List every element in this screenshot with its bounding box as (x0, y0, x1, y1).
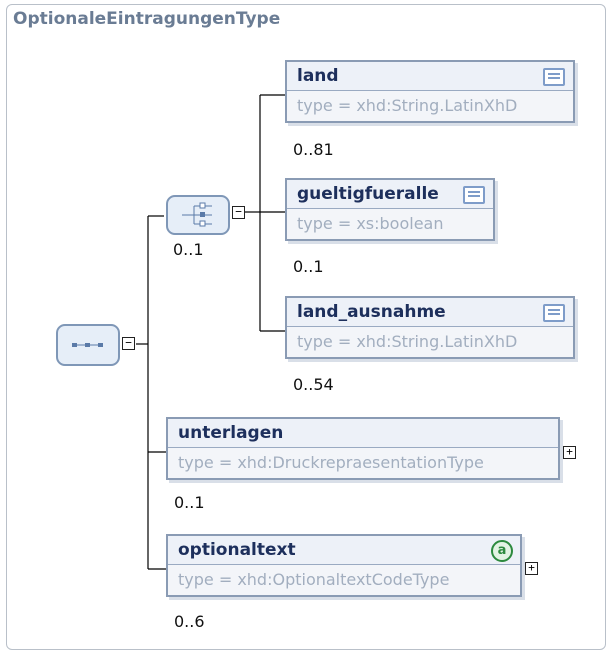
choice-collapse-toggle[interactable]: − (232, 206, 245, 219)
sequence-collapse-toggle[interactable]: − (122, 337, 135, 350)
element-unterlagen[interactable]: unterlagen type = xhd:Druckrepraesentati… (166, 417, 560, 480)
element-land_ausnahme[interactable]: land_ausnahme type = xhd:String.LatinXhD (285, 296, 575, 359)
documentation-icon (463, 186, 485, 204)
element-land_ausnahme-type: type = xhd:String.LatinXhD (287, 327, 573, 357)
element-optionaltext-cardinality: 0..6 (174, 612, 205, 631)
choice-cardinality: 0..1 (173, 240, 204, 259)
element-land-cardinality: 0..81 (293, 140, 334, 159)
diagram-title: OptionaleEintragungenType (13, 9, 281, 29)
element-optionaltext-type: type = xhd:OptionaltextCodeType (168, 565, 520, 595)
sequence-icon (72, 343, 103, 347)
choice-icon (182, 202, 212, 227)
element-gueltigfueralle-cardinality: 0..1 (293, 257, 324, 276)
choice-compositor[interactable] (166, 195, 230, 235)
element-land-type: type = xhd:String.LatinXhD (287, 91, 573, 121)
element-land[interactable]: land type = xhd:String.LatinXhD (285, 60, 575, 123)
element-land-name: land (287, 62, 573, 91)
documentation-icon (543, 68, 565, 86)
element-land_ausnahme-cardinality: 0..54 (293, 375, 334, 394)
element-unterlagen-cardinality: 0..1 (174, 493, 205, 512)
sequence-compositor[interactable] (56, 324, 120, 366)
element-land_ausnahme-name: land_ausnahme (287, 298, 573, 327)
documentation-icon (543, 304, 565, 322)
element-unterlagen-type: type = xhd:DruckrepraesentationType (168, 448, 558, 478)
element-optionaltext-name: optionaltext (168, 536, 520, 565)
element-gueltigfueralle-name: gueltigfueralle (287, 180, 493, 209)
element-optionaltext[interactable]: optionaltext a type = xhd:OptionaltextCo… (166, 534, 522, 597)
attribute-icon: a (491, 540, 513, 562)
element-gueltigfueralle-type: type = xs:boolean (287, 209, 493, 239)
unterlagen-expand-toggle[interactable]: + (563, 446, 576, 459)
element-unterlagen-name: unterlagen (168, 419, 558, 448)
element-gueltigfueralle[interactable]: gueltigfueralle type = xs:boolean (285, 178, 495, 241)
optionaltext-expand-toggle[interactable]: + (525, 562, 538, 575)
